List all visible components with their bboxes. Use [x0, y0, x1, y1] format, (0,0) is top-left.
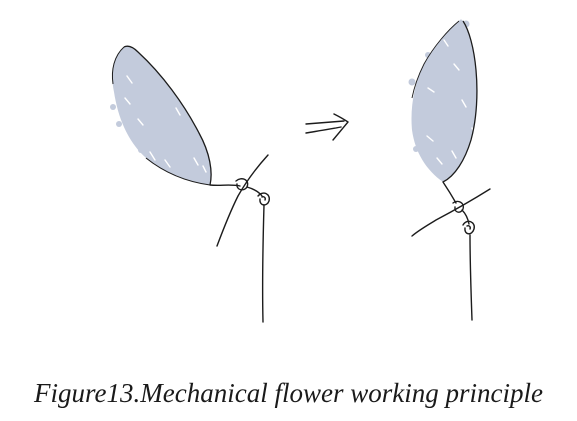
petal-left-fill: [112, 46, 212, 185]
linkage-right: [411, 181, 491, 321]
petal-left: [110, 45, 212, 186]
petal-right: [408, 19, 478, 183]
petal-left-texture: [110, 80, 205, 153]
petal-left-outline: [123, 45, 212, 186]
figure-caption: Figure13.Mechanical flower working princ…: [34, 378, 543, 408]
petal-left-highlights: [124, 75, 207, 173]
petal-right-fill: [411, 19, 477, 182]
state-after: [408, 19, 491, 321]
petal-right-outline: [442, 20, 478, 183]
state-before: [110, 45, 271, 323]
double-arrow-right-icon: [305, 113, 349, 141]
linkage-left: [209, 154, 271, 323]
